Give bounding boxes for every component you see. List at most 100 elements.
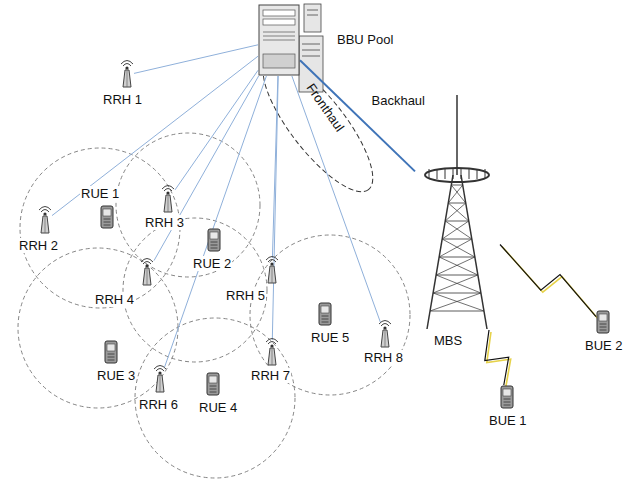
icon-stroke — [263, 40, 295, 41]
fronthaul-link — [154, 76, 259, 261]
icon-stroke — [448, 185, 462, 203]
icon-stroke — [504, 399, 511, 400]
icon-stroke — [266, 257, 278, 261]
link-line — [154, 76, 259, 261]
icon-stroke — [105, 341, 117, 363]
icon-stroke — [208, 229, 220, 251]
icon-stroke — [600, 330, 607, 331]
icon-stroke — [436, 275, 478, 276]
rrh-antenna-icon — [153, 367, 167, 393]
node-label: MBS — [433, 333, 463, 348]
icon-stroke — [162, 186, 174, 190]
icon-stroke — [383, 326, 386, 329]
icon-stroke — [445, 221, 469, 222]
icon-stroke — [430, 293, 481, 311]
icon-stroke — [385, 330, 386, 347]
icon-stroke — [319, 303, 331, 325]
rrh-antenna-icon — [265, 258, 279, 284]
icon-stroke — [268, 266, 276, 283]
icon-stroke — [210, 392, 217, 393]
macro-base-station: MBS — [415, 95, 500, 330]
server-slot — [302, 56, 320, 57]
icon-stroke — [211, 245, 218, 246]
icon-stroke — [123, 64, 131, 67]
icon-stroke — [154, 366, 166, 370]
icon-stroke — [108, 360, 115, 361]
node-label: BUE 2 — [584, 338, 624, 353]
server-slot — [307, 10, 318, 11]
icon-stroke — [429, 169, 430, 179]
icon-stroke — [477, 169, 478, 179]
user-equipment: RUE 3 — [104, 340, 118, 364]
icon-stroke — [270, 262, 273, 265]
icon-stroke — [439, 257, 478, 275]
user-equipment-icon — [100, 205, 114, 229]
icon-stroke — [164, 195, 172, 212]
user-equipment-icon — [318, 302, 332, 326]
wireless-link — [500, 245, 598, 319]
coverage-circle — [18, 248, 178, 408]
icon-stroke — [143, 262, 151, 265]
user-equipment-icon — [500, 385, 514, 409]
icon-stroke — [268, 342, 276, 345]
node-label: RRH 5 — [225, 288, 266, 303]
icon-stroke — [433, 275, 478, 293]
icon-stroke — [263, 10, 295, 16]
icon-stroke — [45, 216, 46, 233]
fronthaul-link — [134, 45, 258, 74]
fronthaul-link — [52, 56, 258, 215]
icon-stroke — [104, 222, 111, 223]
icon-stroke — [445, 221, 472, 239]
node-label: RRH 3 — [144, 215, 185, 230]
icon-stroke — [108, 357, 115, 358]
user-equipment: BUE 2 — [596, 310, 610, 334]
rrh-antenna-icon — [120, 62, 134, 88]
icon-stroke — [597, 311, 609, 333]
rrh-antenna: RRH 6 — [153, 367, 167, 393]
icon-stroke — [156, 375, 164, 392]
rrh-antenna-icon — [140, 260, 154, 286]
link-line — [175, 70, 258, 190]
icon-stroke — [501, 386, 513, 408]
icon-stroke — [451, 185, 462, 186]
rrh-antenna: RRH 8 — [378, 322, 392, 348]
rrh-antenna: RRH 3 — [161, 187, 175, 213]
coverage-circle — [135, 318, 295, 478]
icon-stroke — [18, 133, 410, 478]
icon-stroke — [39, 207, 51, 211]
icon-stroke — [263, 19, 295, 25]
user-equipment: RUE 2 — [207, 228, 221, 252]
icon-stroke — [107, 344, 115, 351]
icon-stroke — [41, 210, 49, 213]
icon-stroke — [272, 348, 273, 365]
icon-stroke — [123, 70, 131, 87]
icon-stroke — [448, 203, 468, 221]
icon-stroke — [103, 209, 111, 216]
icon-stroke — [599, 314, 607, 321]
icon-stroke — [439, 257, 475, 258]
user-equipment-icon — [206, 372, 220, 396]
node-label: RUE 3 — [96, 368, 136, 383]
icon-stroke — [141, 259, 153, 263]
icon-stroke — [427, 175, 453, 329]
link-label: Fronthaul — [302, 79, 348, 136]
icon-stroke — [266, 339, 278, 343]
rrh-antenna: RRH 5 — [265, 258, 279, 284]
icon-stroke — [127, 70, 128, 87]
icon-stroke — [433, 293, 484, 311]
node-label: RUE 5 — [310, 330, 350, 345]
user-equipment: RUE 5 — [318, 302, 332, 326]
link-line — [52, 56, 258, 215]
node-label: RRH 1 — [102, 92, 143, 107]
icon-stroke — [445, 203, 465, 221]
node-label: RRH 4 — [94, 292, 135, 307]
macro-base-station-icon — [415, 95, 500, 330]
rrh-antenna: RRH 7 — [265, 340, 279, 366]
user-equipment-icon — [104, 340, 118, 364]
link-line — [485, 330, 509, 385]
icon-stroke — [503, 389, 511, 396]
user-equipment-icon — [596, 310, 610, 334]
icon-stroke — [263, 32, 295, 33]
icon-stroke — [600, 327, 607, 328]
